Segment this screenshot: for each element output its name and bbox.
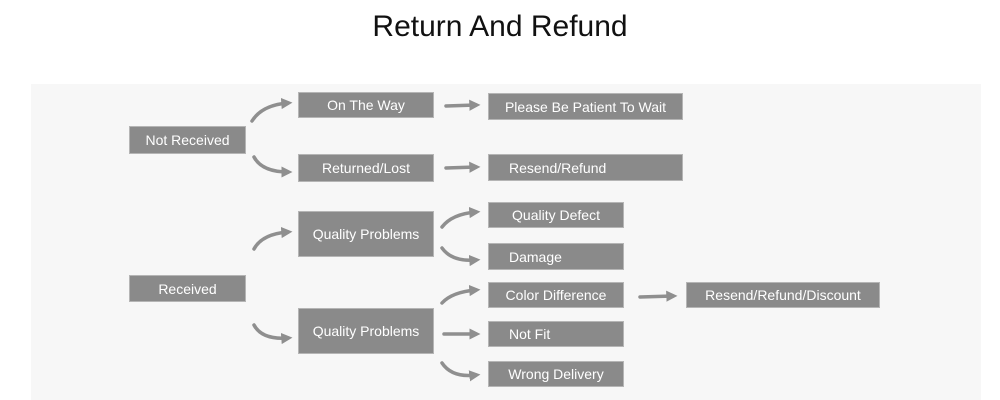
- not-received-box: Not Received: [130, 127, 245, 153]
- curved-arrow-icon: [252, 155, 293, 178]
- resend-refund-discount-box: Resend/Refund/Discount: [687, 283, 879, 307]
- wrong-delivery-box: Wrong Delivery: [489, 362, 623, 386]
- quality-defect-box: Quality Defect: [489, 203, 623, 227]
- received-box: Received: [130, 276, 245, 301]
- damage-box: Damage: [489, 244, 623, 269]
- quality-problems-box-1: Quality Problems: [299, 212, 433, 256]
- curved-arrow-icon: [440, 361, 481, 382]
- curved-arrow-icon: [638, 290, 678, 302]
- curved-arrow-icon: [444, 99, 481, 111]
- curved-arrow-icon: [440, 246, 481, 267]
- page-title: Return And Refund: [372, 10, 628, 43]
- curved-arrow-icon: [252, 226, 293, 251]
- resend-refund-box: Resend/Refund: [489, 155, 682, 180]
- curved-arrow-icon: [440, 284, 481, 305]
- not-fit-box: Not Fit: [489, 322, 623, 346]
- please-be-patient-box: Please Be Patient To Wait: [489, 94, 682, 119]
- curved-arrow-icon: [250, 97, 293, 123]
- curved-arrow-icon: [252, 323, 293, 345]
- on-the-way-box: On The Way: [299, 93, 433, 117]
- quality-problems-box-2: Quality Problems: [299, 309, 433, 353]
- curved-arrow-icon: [444, 161, 481, 173]
- curved-arrow-icon: [440, 206, 481, 229]
- color-difference-box: Color Difference: [489, 283, 623, 307]
- returned-lost-box: Returned/Lost: [299, 155, 433, 181]
